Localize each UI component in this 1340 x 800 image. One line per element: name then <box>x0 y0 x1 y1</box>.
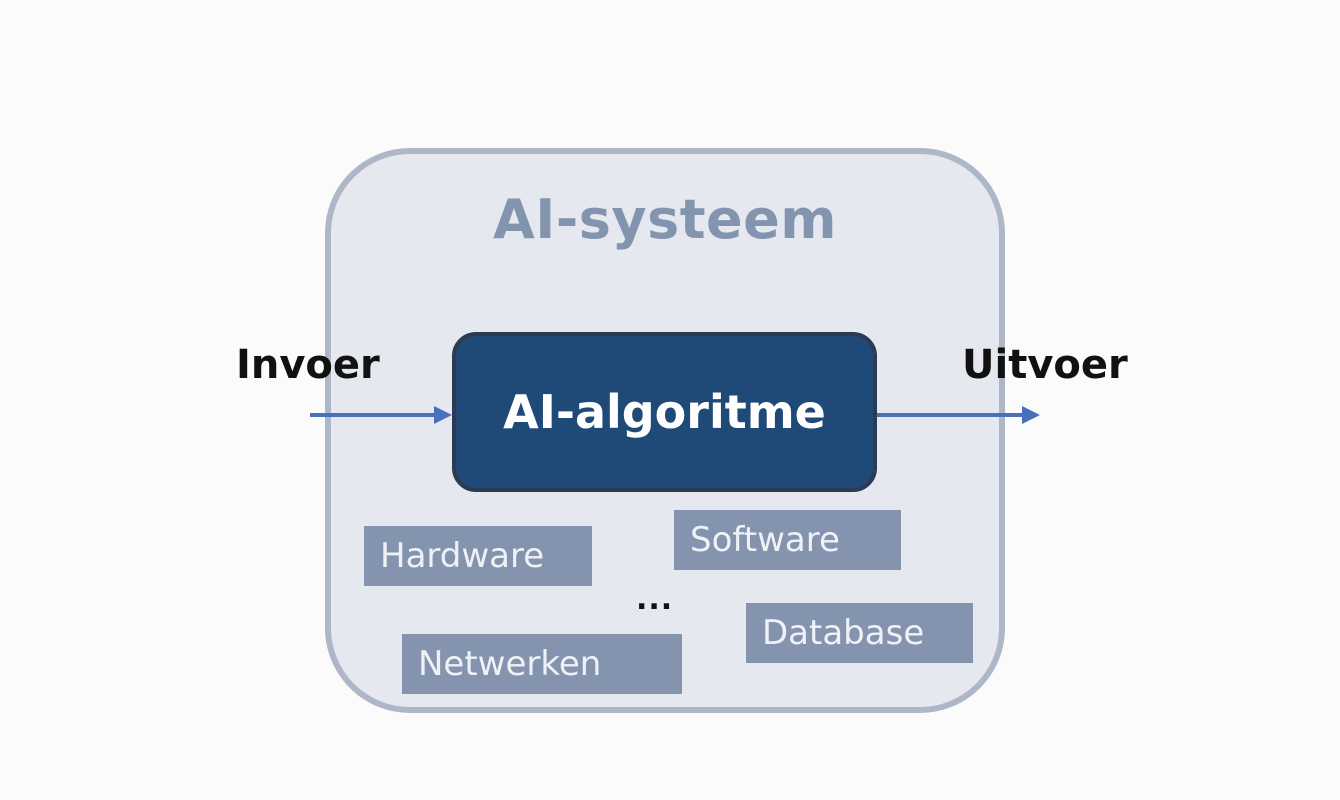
output-label: Uitvoer <box>962 342 1128 388</box>
ai-algorithm-box: AI-algoritme <box>452 332 877 492</box>
component-hardware: Hardware <box>364 526 592 586</box>
component-netwerken: Netwerken <box>402 634 682 694</box>
component-software: Software <box>674 510 901 570</box>
more-components-ellipsis: ... <box>636 582 674 617</box>
component-database: Database <box>746 603 973 663</box>
output-arrowhead <box>1022 406 1040 424</box>
ai-system-title: AI-systeem <box>492 188 838 251</box>
input-label: Invoer <box>236 342 380 388</box>
ai-algorithm-label: AI-algoritme <box>503 385 826 439</box>
